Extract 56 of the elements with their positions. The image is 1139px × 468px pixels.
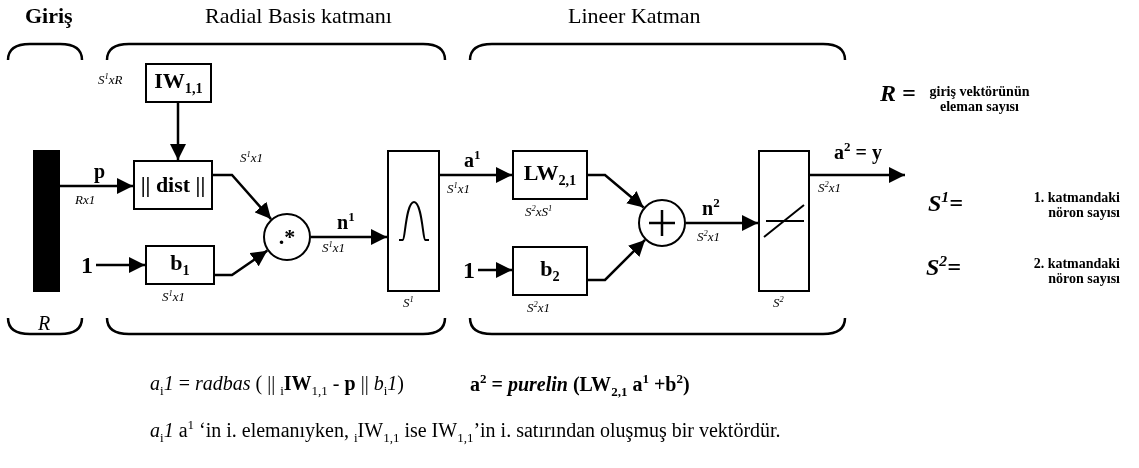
dimension-label: S$^{2}$x1	[818, 180, 841, 196]
arrow	[440, 167, 512, 183]
dimension-label: S$^{2}$x1	[697, 229, 720, 245]
dimension-label: S$^{1}$	[403, 295, 414, 311]
transfer-function-box	[387, 150, 440, 292]
arrow	[213, 173, 272, 220]
arrow	[170, 103, 186, 160]
dimension-label: S$^{1}$xR	[98, 72, 123, 88]
node-label: b$_{1}$	[170, 250, 190, 280]
legend-note: giriş vektörünün eleman sayısı	[928, 84, 1031, 115]
sum-circle	[638, 199, 686, 247]
heading: Giriş	[25, 4, 73, 29]
weight-box	[145, 63, 212, 103]
arrow	[810, 167, 905, 183]
node-label: b$_{2}$	[540, 256, 560, 286]
arrow	[60, 178, 133, 194]
dimension-label: S$^{2}$x1	[527, 300, 550, 316]
arrow	[215, 249, 268, 277]
symbol-label: S$^{1}$=	[928, 188, 963, 217]
node-label: LW$_{2,1}$	[523, 160, 577, 190]
formula: a$_{i}$1 = radbas ( || $_{i}$IW$_{1,1}$ - p || b$_{i}$1)	[150, 372, 404, 399]
arrow	[588, 239, 646, 282]
arrow	[96, 257, 145, 273]
weight-box	[133, 160, 213, 210]
dimension-label: S$^{2}$	[773, 295, 784, 311]
dimension-label: Rx1	[75, 193, 96, 208]
input-value: 1	[78, 252, 96, 278]
legend-note: 2. katmandaki nöron sayısı	[1032, 256, 1120, 287]
legend-note: 1. katmandaki nöron sayısı	[1032, 190, 1120, 221]
node-label: || dist ||	[140, 172, 206, 198]
weight-box	[145, 245, 215, 285]
dimension-label: S$^{1}$x1	[162, 289, 185, 305]
note-text: a$_{i}$1 a$^{1}$ ‘in i. elemanıyken, $_{i}$IW$_{1,1}$ ise IW$_{1,1}$’in i. satırından oluşmuş bir vektördür.	[150, 418, 781, 445]
layer-heading: Lineer Katman	[568, 4, 701, 29]
arrow	[686, 215, 758, 231]
node-label: .*	[278, 224, 296, 250]
operator-circle	[263, 213, 311, 261]
dimension-label: R	[38, 312, 51, 334]
node-label: IW$_{1,1}$	[154, 68, 203, 98]
formula: a$^{2}$ = purelin (LW$_{2,1}$ a$^{1}$ +b$^{2}$)	[470, 372, 690, 399]
symbol-label: S$^{2}$=	[926, 252, 961, 281]
input-value: 1	[460, 257, 478, 283]
edge-label: a$^{2}$ = y	[832, 140, 884, 163]
arrow	[588, 173, 645, 209]
dimension-label: S$^{1}$x1	[447, 181, 470, 197]
layer-heading: Radial Basis katmanı	[205, 4, 392, 29]
weight-box	[512, 150, 588, 200]
dimension-label: S$^{1}$x1	[322, 240, 345, 256]
transfer-function-box	[758, 150, 810, 292]
input-bar	[33, 150, 60, 292]
arrow	[311, 229, 387, 245]
dimension-label: S$^{1}$x1	[240, 150, 263, 166]
arrow	[478, 262, 512, 278]
dimension-label: S$^{2}$xS$^{1}$	[525, 204, 553, 220]
symbol-label: R =	[880, 80, 916, 107]
weight-box	[512, 246, 588, 296]
